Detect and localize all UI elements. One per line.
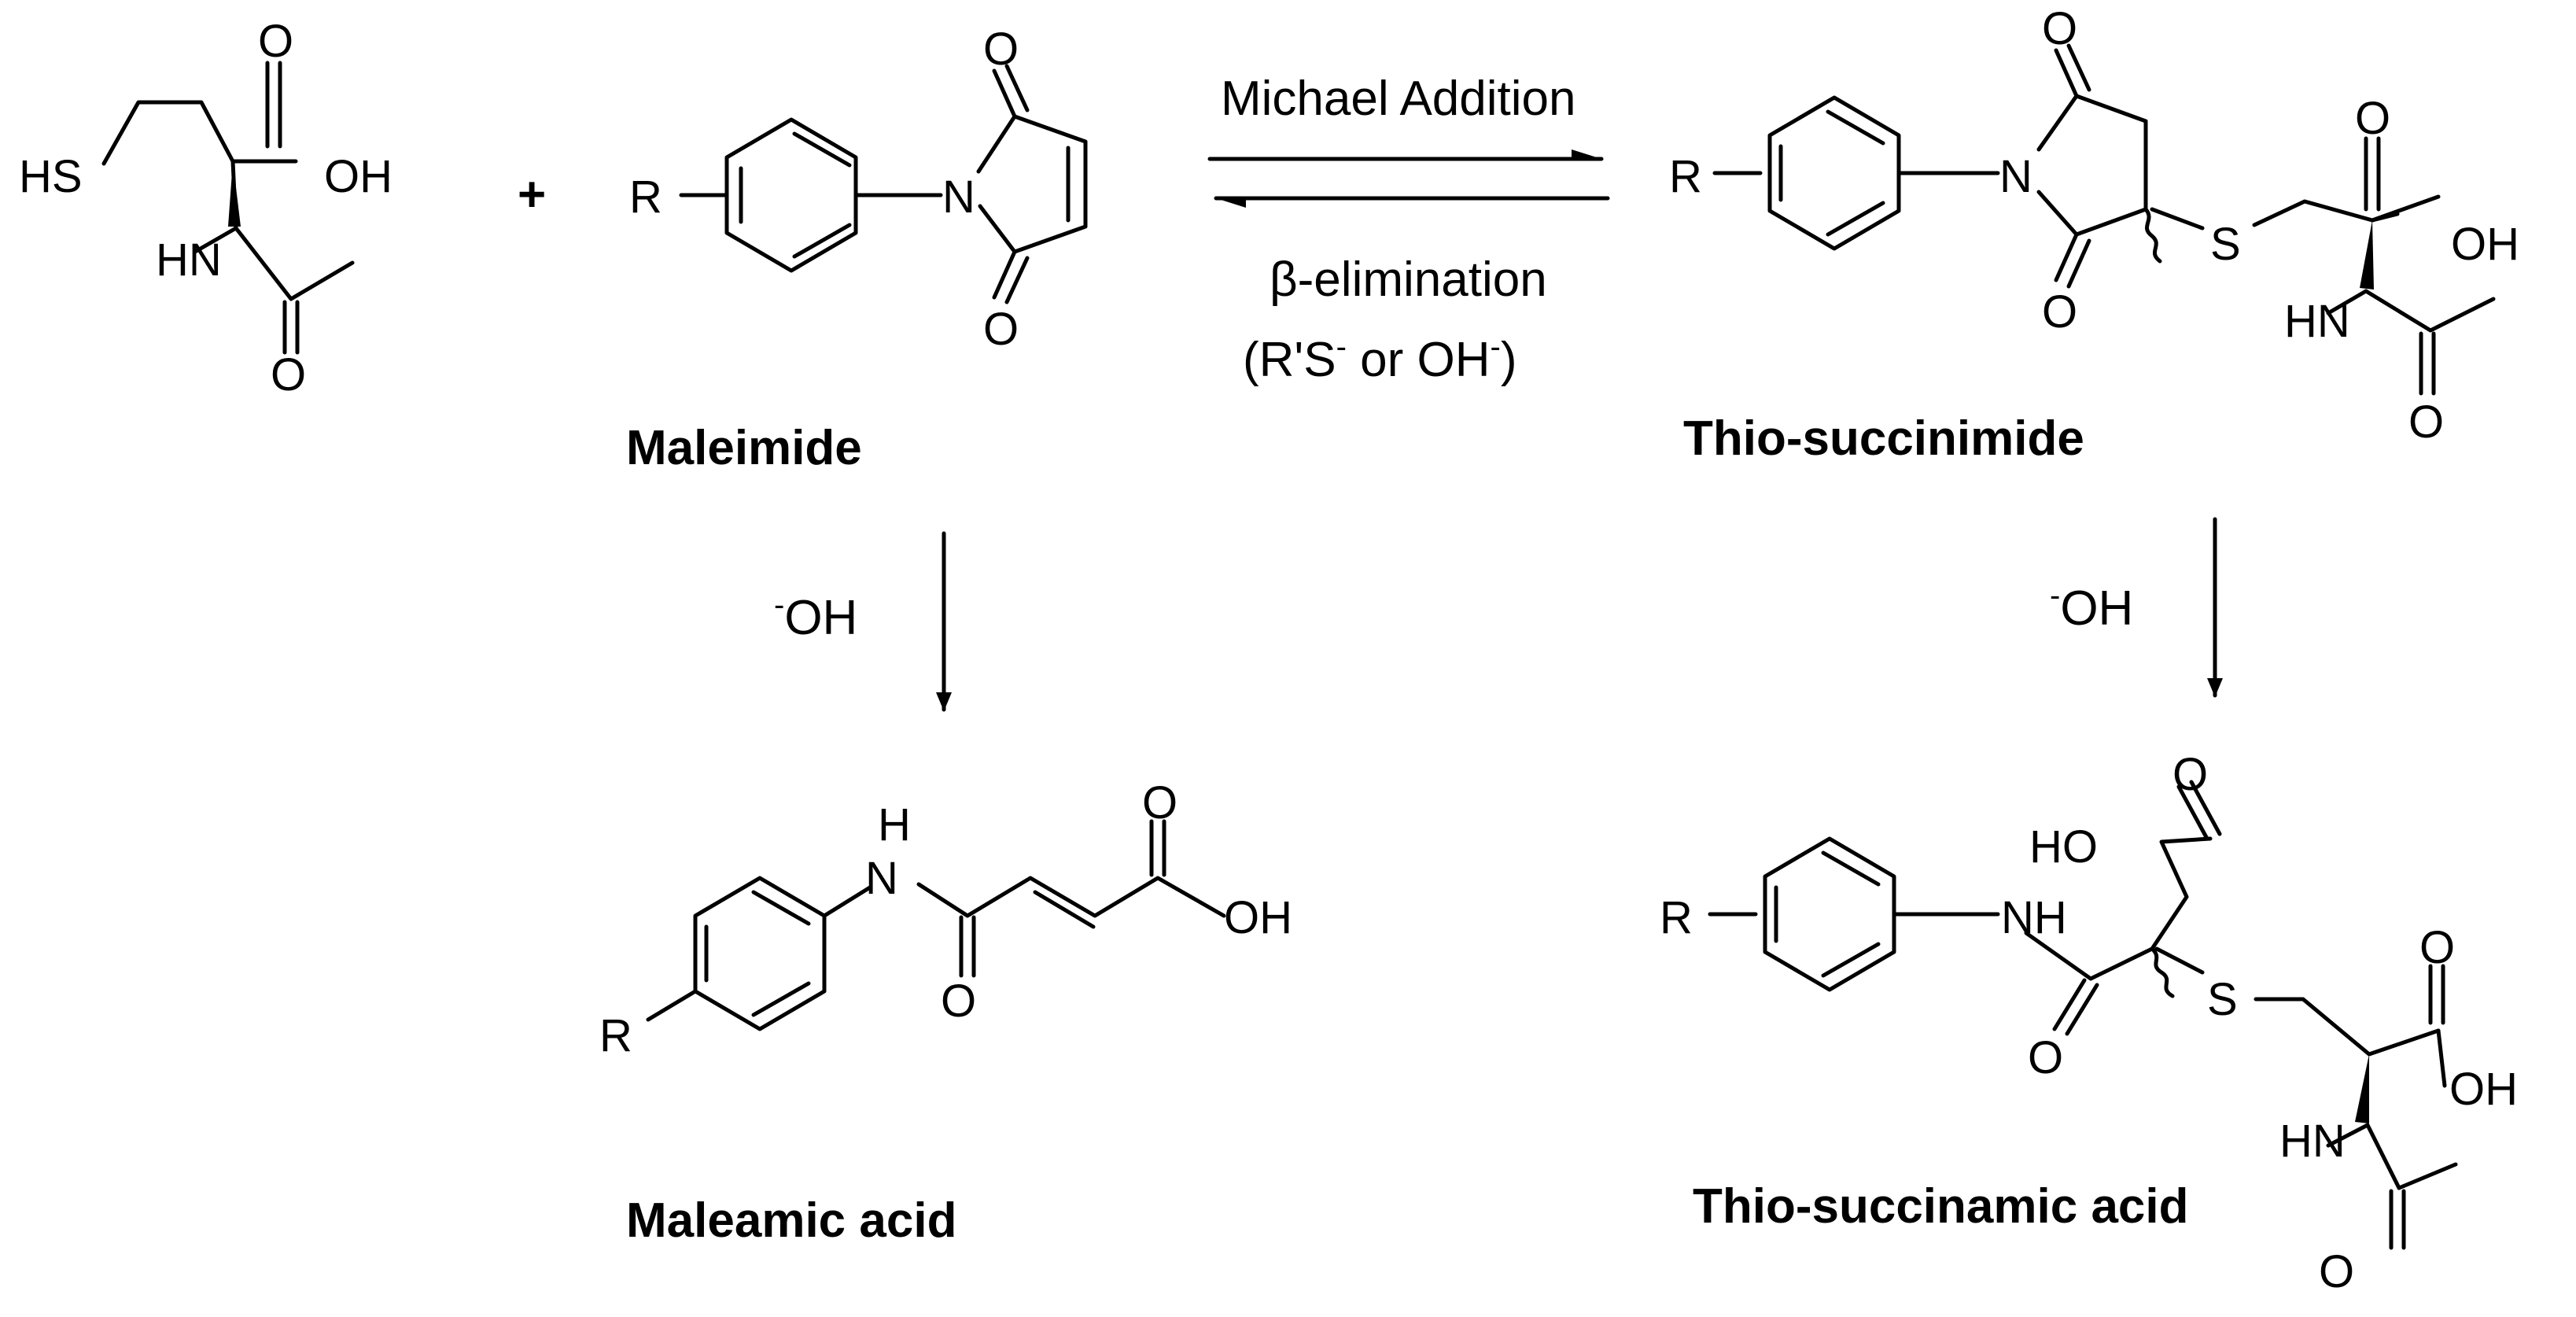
atom-o: O — [258, 16, 293, 67]
atom-n: N — [942, 172, 975, 223]
atom-hn: HN — [2284, 296, 2350, 347]
atom-o: O — [2042, 286, 2077, 338]
thio-succinamic-acid-molecule: R NH HO O O S O OH HN O — [1660, 749, 2518, 1297]
label-thio-succinimide: Thio-succinimide — [1683, 411, 2084, 466]
atom-s: S — [2207, 974, 2238, 1025]
atom-oh: OH — [324, 151, 392, 202]
elimination-conditions: (R'S- or OH-) — [1243, 330, 1517, 387]
atom-oh: OH — [1224, 892, 1292, 943]
atom-o: O — [2172, 749, 2208, 800]
atom-o: O — [941, 976, 976, 1027]
atom-o: O — [2419, 922, 2455, 973]
atom-r: R — [1669, 151, 1702, 202]
plus-sign: + — [518, 168, 546, 222]
label-thio-succinamic-acid: Thio-succinamic acid — [1693, 1179, 2189, 1234]
atom-n: N — [865, 853, 898, 904]
atom-ho: HO — [2029, 821, 2098, 872]
atom-oh: OH — [2451, 219, 2519, 270]
atom-hs: HS — [19, 151, 83, 202]
atom-hn: HN — [2279, 1116, 2346, 1167]
n-acetylcysteine-molecule: HS O OH HN O — [19, 16, 392, 400]
atom-o: O — [2355, 93, 2390, 144]
atom-o: O — [2042, 3, 2077, 54]
label-maleimide: Maleimide — [626, 421, 862, 475]
atom-o: O — [1142, 777, 1177, 828]
atom-s: S — [2210, 219, 2241, 270]
atom-oh: OH — [2449, 1064, 2518, 1115]
hydroxide-label-left: -OH — [774, 588, 857, 645]
atom-o: O — [2028, 1032, 2063, 1083]
thio-succinimide-molecule: R N O O S O OH HN O — [1669, 3, 2519, 448]
atom-r: R — [1660, 892, 1693, 943]
label-maleamic-acid: Maleamic acid — [626, 1193, 956, 1248]
atom-o: O — [983, 304, 1019, 355]
atom-n: N — [1999, 151, 2032, 202]
equilibrium-arrows — [1207, 149, 1610, 208]
atom-hn: HN — [156, 234, 222, 286]
michael-addition-label: Michael Addition — [1221, 72, 1576, 126]
beta-elimination-label: β-elimination — [1270, 253, 1547, 307]
atom-o: O — [2319, 1246, 2354, 1297]
atom-o: O — [983, 24, 1019, 75]
atom-h: H — [878, 799, 911, 850]
atom-r: R — [629, 172, 662, 223]
atom-r: R — [599, 1010, 632, 1061]
atom-o: O — [271, 349, 306, 400]
maleimide-molecule: R N O O — [629, 24, 1088, 355]
atom-o: O — [2408, 397, 2444, 448]
hydroxide-label-right: -OH — [2050, 578, 2133, 636]
maleamic-acid-molecule: R H N O O OH — [599, 777, 1292, 1061]
atom-nh: NH — [2001, 892, 2067, 943]
